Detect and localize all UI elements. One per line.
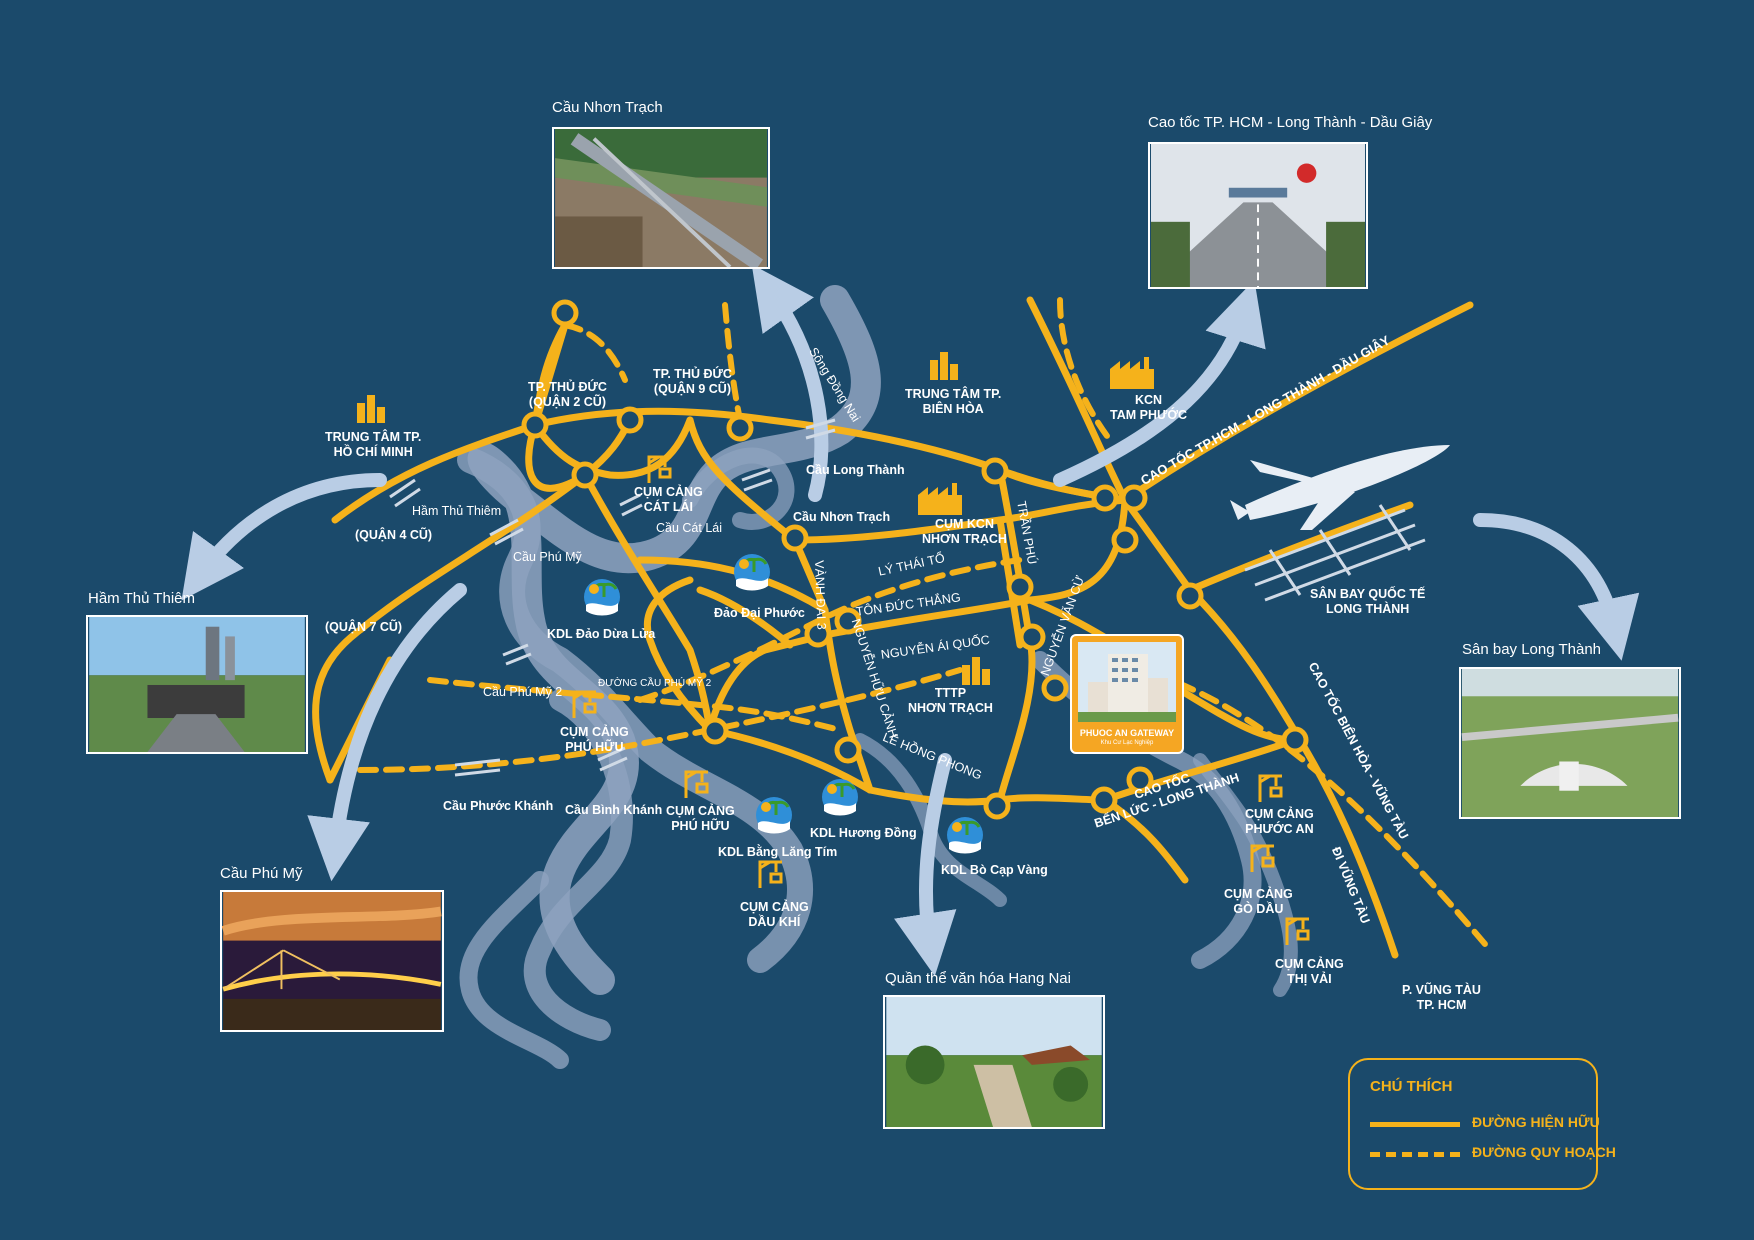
- label-trung-tam-hcm: TRUNG TÂM TP.HỒ CHÍ MINH: [325, 430, 422, 459]
- label-trung-tam-bien-hoa: TRUNG TÂM TP.BIÊN HÒA: [905, 387, 1002, 416]
- label-dao-dai-phuoc: Đảo Đại Phước: [714, 606, 805, 620]
- label-cau-phuoc-khanh: Cầu Phước Khánh: [443, 799, 554, 813]
- label-kdl-huong-dong: KDL Hương Đồng: [810, 826, 917, 840]
- label-quan-4: (QUẬN 4 CŨ): [355, 528, 433, 542]
- photo-caption: Quần thể văn hóa Hang Nai: [885, 970, 1071, 987]
- photo-caption: Sân bay Long Thành: [1462, 641, 1602, 658]
- legend-existing-road: ĐƯỜNG HIỆN HỮU: [1370, 1112, 1600, 1136]
- bridge-markers: [389, 418, 836, 777]
- label-kdl-bo-cap-vang: KDL Bò Cạp Vàng: [941, 863, 1048, 877]
- legend-planned-label: ĐƯỜNG QUY HOẠCH: [1472, 1144, 1616, 1160]
- road-junctions: [521, 299, 1309, 820]
- resort-icon: [756, 797, 792, 834]
- photo-caption: Cao tốc TP. HCM - Long Thành - Dầu Giây: [1148, 114, 1433, 131]
- label-cau-nhon-trach: Cầu Nhơn Trạch: [793, 510, 891, 524]
- factory-icon: [918, 483, 962, 515]
- project-badge-phuoc-an-gateway[interactable]: PHUOC AN GATEWAY Khu Cư Lạc Nghiệp: [1070, 634, 1184, 754]
- legend-existing-label: ĐƯỜNG HIỆN HỮU: [1472, 1114, 1600, 1130]
- label-cau-phu-my: Cầu Phú Mỹ: [513, 550, 582, 564]
- photo-image: [86, 615, 308, 754]
- city-center-icon: [357, 395, 385, 423]
- label-quan-7: (QUẬN 7 CŨ): [325, 620, 403, 634]
- label-thu-duc-q9: TP. THỦ ĐỨC(QUẬN 9 CŨ): [653, 367, 732, 396]
- resort-icon: [947, 817, 983, 854]
- factory-icon: [1110, 357, 1154, 389]
- photo-caption: Cầu Phú Mỹ: [220, 865, 303, 882]
- label-cau-long-thanh: Cầu Long Thành: [806, 463, 905, 477]
- port-crane-icon: [1285, 917, 1310, 945]
- legend-dashed-line: [1370, 1152, 1460, 1157]
- photo-image: [220, 890, 444, 1032]
- port-crane-icon: [1258, 774, 1283, 802]
- photo-caption: Cầu Nhơn Trạch: [552, 99, 663, 116]
- river-west-branch: [459, 871, 569, 1069]
- project-subtitle: Khu Cư Lạc Nghiệp: [1100, 740, 1154, 746]
- label-duong-cau-phu-my-2: ĐƯỜNG CẦU PHÚ MỸ 2: [598, 678, 712, 689]
- label-vanh-dai-3: VÀNH ĐAI 3: [812, 560, 829, 630]
- port-crane-icon: [647, 455, 672, 483]
- port-crane-icon: [684, 770, 709, 798]
- river-thi-vai: [1193, 753, 1298, 997]
- port-crane-icon: [1250, 844, 1275, 872]
- city-center-icon: [930, 352, 958, 380]
- label-thu-duc-q2: TP. THỦ ĐỨC(QUẬN 2 CŨ): [528, 380, 607, 409]
- label-cau-binh-khanh: Cầu Bình Khánh: [565, 803, 663, 817]
- photo-image: [883, 995, 1105, 1129]
- photo-caption: Hầm Thủ Thiêm: [88, 590, 195, 607]
- direction-arrows: [181, 264, 1640, 977]
- photo-image: [1148, 142, 1368, 289]
- label-kdl-bang-lang-tim: KDL Bằng Lăng Tím: [718, 845, 838, 859]
- label-cau-phu-my-2: Cầu Phú Mỹ 2: [483, 685, 563, 699]
- photo-image: [1459, 667, 1681, 819]
- map-legend: CHÚ THÍCH ĐƯỜNG HIỆN HỮU ĐƯỜNG QUY HOẠCH: [1348, 1058, 1616, 1190]
- port-crane-icon: [572, 690, 597, 718]
- airplane-icon: [1230, 445, 1450, 530]
- resort-icon: [584, 579, 620, 616]
- airport-runways: [1244, 504, 1426, 602]
- resort-icon: [734, 554, 770, 591]
- saigon-river: [457, 447, 813, 973]
- city-center-icon: [962, 657, 990, 685]
- project-render-image: [1078, 642, 1176, 722]
- label-cau-cat-lai: Cầu Cát Lái: [656, 521, 723, 535]
- port-crane-icon: [758, 860, 783, 888]
- legend-planned-road: ĐƯỜNG QUY HOẠCH: [1370, 1142, 1616, 1166]
- legend-solid-line: [1370, 1122, 1460, 1127]
- label-ham-thu-thiem: Hầm Thủ Thiêm: [412, 504, 502, 518]
- label-kdl-dao-dua-lua: KDL Đảo Dừa Lửa: [547, 627, 656, 641]
- project-name: PHUOC AN GATEWAY: [1079, 728, 1175, 738]
- legend-title: CHÚ THÍCH: [1370, 1078, 1453, 1095]
- photo-image: [552, 127, 770, 269]
- resort-icon: [822, 779, 858, 816]
